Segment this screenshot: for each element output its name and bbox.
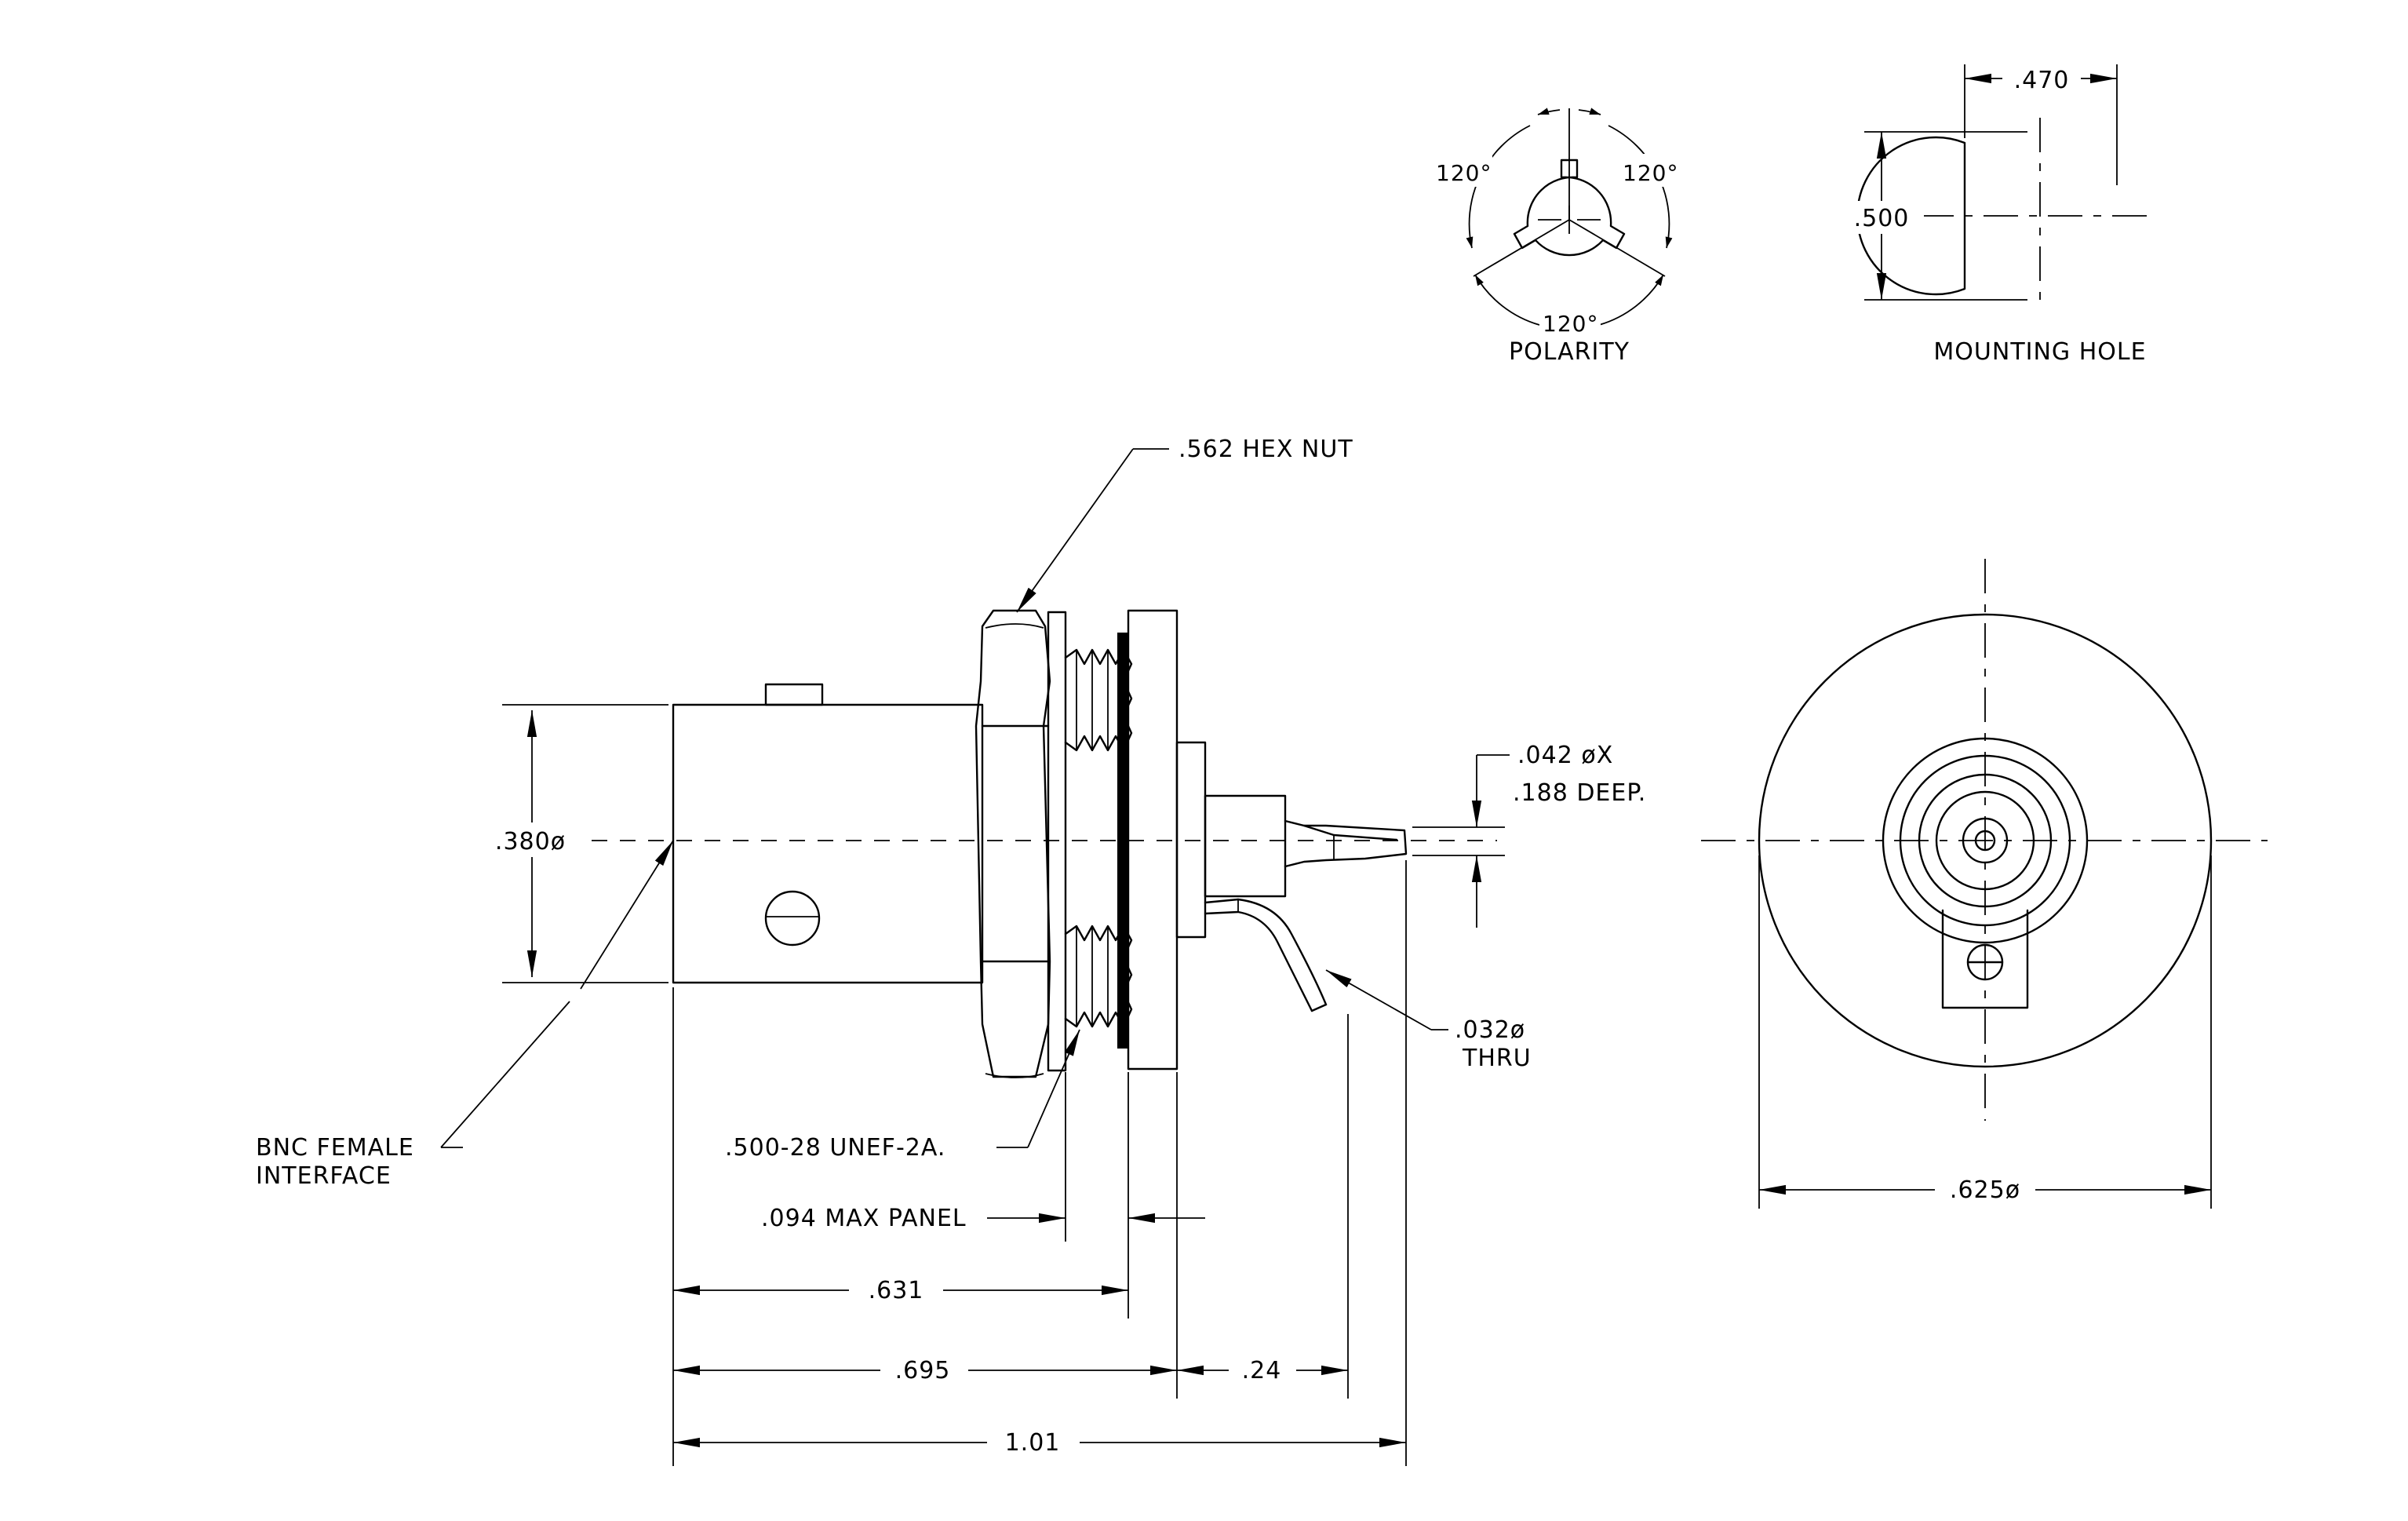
- hex-nut: [974, 609, 1051, 1078]
- polarity-title: POLARITY: [1509, 338, 1630, 366]
- center-pin: [1284, 819, 1408, 868]
- solder-tab: [1941, 909, 2029, 1009]
- panel-gasket: [1117, 633, 1128, 1049]
- angle-right: 120°: [1623, 160, 1678, 186]
- dim-101: 1.01: [1005, 1429, 1061, 1457]
- connector-body: [672, 703, 984, 984]
- rear-insulator: [1204, 794, 1287, 898]
- dim-695: .695: [895, 1357, 951, 1384]
- dim-631: .631: [869, 1277, 924, 1304]
- dim-625-dia: .625ø: [1950, 1176, 2020, 1204]
- front-view: .625ø: [1701, 559, 2268, 1209]
- bayonet-stud: [764, 683, 824, 706]
- label-hex-nut: .562 HEX NUT: [1178, 436, 1353, 463]
- flange: [1127, 609, 1178, 1071]
- label-188-deep: .188 DEEP.: [1513, 779, 1646, 807]
- mounting-hole-title: MOUNTING HOLE: [1933, 338, 2146, 366]
- dim-24: .24: [1242, 1357, 1282, 1384]
- thread-lower: [1064, 925, 1133, 1028]
- label-thru: THRU: [1462, 1045, 1532, 1072]
- thread-upper: [1064, 648, 1133, 752]
- label-interface: INTERFACE: [256, 1162, 392, 1190]
- dim-380-dia: .380ø: [495, 828, 566, 855]
- angle-bottom: 120°: [1543, 311, 1598, 337]
- dim-470: .470: [2014, 67, 2070, 94]
- label-042-hole: .042 øX: [1517, 742, 1613, 769]
- angle-left: 120°: [1436, 160, 1492, 186]
- label-thread-spec: .500-28 UNEF-2A.: [725, 1134, 945, 1162]
- polarity-view: 120° 120° 120° POLARITY: [1434, 108, 1678, 366]
- label-max-panel: .094 MAX PANEL: [761, 1205, 967, 1232]
- round-stud: [764, 890, 821, 947]
- flange-outline: [1758, 613, 2213, 1068]
- rear-boss: [1175, 741, 1207, 939]
- lock-washer: [1047, 611, 1067, 1072]
- ground-wire: [1204, 898, 1328, 1012]
- keyed-insulator: [1513, 159, 1626, 257]
- mounting-hole-view: .470 .500 MOUNTING HOLE: [1841, 63, 2151, 366]
- dim-500: .500: [1854, 205, 1910, 232]
- label-bnc-female: BNC FEMALE: [256, 1134, 414, 1162]
- label-032-dia: .032ø: [1455, 1016, 1525, 1044]
- side-view: .380ø .042 øX .188 DEEP. .562 HEX NUT BN…: [256, 436, 1646, 1466]
